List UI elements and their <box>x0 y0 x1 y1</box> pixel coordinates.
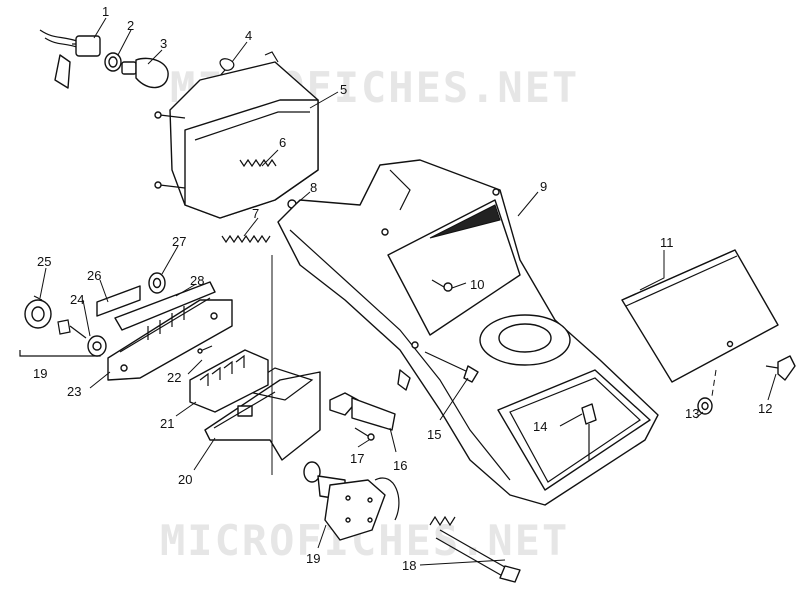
callout-28: 28 <box>190 273 204 288</box>
part-1-headlight-socket <box>39 29 101 89</box>
part-9-hood-panel <box>277 159 659 506</box>
part-2-nut <box>104 52 122 72</box>
part-13-washer <box>697 369 717 415</box>
callout-27: 27 <box>172 234 186 249</box>
callout-16: 16 <box>393 458 407 473</box>
part-21-switch-block <box>189 349 269 413</box>
callout-19-left: 19 <box>33 366 47 381</box>
part-22-pin <box>197 345 213 354</box>
callout-18: 18 <box>402 558 416 573</box>
part-23-switch-housing <box>107 297 233 381</box>
part-25-knob-cap <box>24 295 52 329</box>
callout-19-bottom: 19 <box>306 551 320 566</box>
callout-26: 26 <box>87 268 101 283</box>
callout-14: 14 <box>533 419 547 434</box>
callout-2: 2 <box>127 18 134 33</box>
callout-4: 4 <box>245 28 252 43</box>
callout-23: 23 <box>67 384 81 399</box>
callout-5: 5 <box>340 82 347 97</box>
callout-11: 11 <box>660 235 674 250</box>
part-10-screw <box>431 279 453 292</box>
callout-17: 17 <box>350 451 364 466</box>
leader-lines <box>39 17 777 566</box>
callout-10: 10 <box>470 277 484 292</box>
callout-6: 6 <box>279 135 286 150</box>
callout-12: 12 <box>758 401 772 416</box>
callout-21: 21 <box>160 416 174 431</box>
part-11-flap <box>621 249 779 383</box>
part-14-clip <box>581 403 597 460</box>
part-5-headlight-housing <box>154 51 319 219</box>
part-7-spring <box>221 234 271 244</box>
part-26-decal <box>96 285 141 317</box>
callout-3: 3 <box>160 36 167 51</box>
callout-15: 15 <box>427 427 441 442</box>
part-6-spring <box>239 158 277 168</box>
callout-25: 25 <box>37 254 51 269</box>
part-18-cable <box>429 515 521 583</box>
callout-7: 7 <box>252 206 259 221</box>
part-12-wing-screw <box>765 355 796 381</box>
callout-labels: 1 2 3 4 5 6 7 8 9 10 11 12 13 14 15 16 1… <box>33 4 772 573</box>
part-27-grommet <box>148 272 166 294</box>
callout-9: 9 <box>540 179 547 194</box>
part-19-connector <box>303 461 400 541</box>
part-4-spring-clip <box>217 58 235 79</box>
callout-20: 20 <box>178 472 192 487</box>
callout-13: 13 <box>685 406 699 421</box>
callout-22: 22 <box>167 370 181 385</box>
callout-24: 24 <box>70 292 84 307</box>
callout-8: 8 <box>310 180 317 195</box>
part-3-bulb <box>121 57 169 89</box>
part-16-switch <box>329 392 396 431</box>
callout-1: 1 <box>102 4 109 19</box>
part-28-plate <box>114 281 216 331</box>
part-17-screw <box>354 427 375 441</box>
part-19-switch-assembly <box>19 350 101 357</box>
part-24-knob <box>57 319 107 357</box>
